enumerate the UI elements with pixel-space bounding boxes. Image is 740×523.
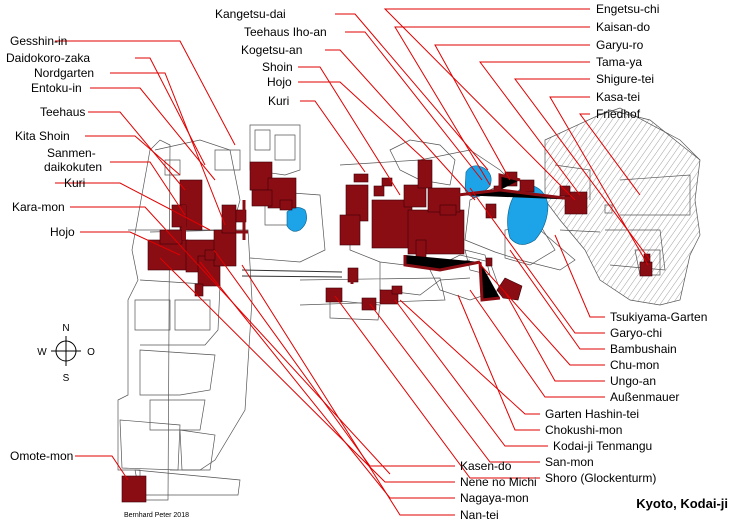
label-shigure-tei: Shigure-tei [596, 72, 654, 86]
label-kaisan-do: Kaisan-do [596, 20, 650, 34]
label-teehaus: Teehaus [40, 105, 85, 119]
label-san-mon: San-mon [545, 455, 594, 469]
label-tama-ya: Tama-ya [596, 55, 642, 69]
map-credit: Bernhard Peter 2018 [124, 512, 189, 519]
buildings [121, 159, 653, 503]
label-garten-hashin-tei: Garten Hashin-tei [545, 407, 639, 421]
labels-left: Gesshin-in Daidokoro-zaka Nordgarten Ent… [6, 34, 102, 463]
walkways [182, 173, 581, 302]
label-kara-mon: Kara-mon [12, 200, 65, 214]
label-chokushi-mon: Chokushi-mon [545, 423, 622, 437]
label-kuri-top: Kuri [268, 94, 289, 108]
label-friedhof: Friedhof [596, 107, 641, 121]
label-entoku-in: Entoku-in [31, 81, 82, 95]
compass-east: O [87, 347, 95, 358]
compass-rose: N S W O [37, 323, 95, 384]
label-sanmen-line1: Sanmen- [47, 146, 96, 160]
label-garyo-chi: Garyo-chi [610, 326, 662, 340]
pond-kita [286, 207, 307, 232]
label-sanmen-line2: daikokuten [44, 160, 102, 174]
label-hojo-top: Hojo [267, 75, 292, 89]
label-garyu-ro: Garyu-ro [596, 38, 644, 52]
label-kasen-do: Kasen-do [460, 459, 512, 473]
label-omote-mon: Omote-mon [10, 449, 73, 463]
compass-west: W [37, 347, 47, 358]
label-teehaus-iho-an: Teehaus Iho-an [244, 25, 327, 39]
labels-bottom: Kasen-do Nene no Michi Nagaya-mon Nan-te… [460, 459, 537, 522]
label-engetsu-chi: Engetsu-chi [596, 2, 659, 16]
label-kuri-left: Kuri [64, 176, 85, 190]
map-title: Kyoto, Kodai-ji [636, 496, 728, 511]
label-nene-no-michi: Nene no Michi [460, 475, 537, 489]
label-aussenmauer: Außenmauer [610, 390, 679, 404]
label-nagaya-mon: Nagaya-mon [460, 491, 529, 505]
labels-top: Kangetsu-dai Teehaus Iho-an Kogetsu-an S… [215, 7, 327, 108]
label-kodai-ji-tenmangu: Kodai-ji Tenmangu [553, 439, 652, 453]
label-kogetsu-an: Kogetsu-an [241, 43, 302, 57]
labels-right-bottom: Tsukiyama-Garten Garyo-chi Bambushain Ch… [545, 310, 707, 485]
label-daidokoro-zaka: Daidokoro-zaka [6, 51, 90, 65]
compass-north: N [62, 323, 69, 334]
labels-right-top: Engetsu-chi Kaisan-do Garyu-ro Tama-ya S… [596, 2, 659, 121]
label-kangetsu-dai: Kangetsu-dai [215, 7, 286, 21]
label-ungo-an: Ungo-an [610, 374, 656, 388]
label-gesshin-in: Gesshin-in [10, 34, 67, 48]
label-tsukiyama-garten: Tsukiyama-Garten [610, 310, 707, 324]
label-kita-shoin: Kita Shoin [15, 129, 70, 143]
label-shoro: Shoro (Glockenturm) [545, 471, 656, 485]
label-hojo-left: Hojo [50, 225, 75, 239]
label-nan-tei: Nan-tei [460, 508, 499, 522]
compass-south: S [63, 373, 70, 384]
label-shoin: Shoin [262, 60, 293, 74]
label-kasa-tei: Kasa-tei [596, 90, 640, 104]
leader-lines [55, 8, 651, 516]
label-nordgarten: Nordgarten [34, 66, 94, 80]
label-bambushain: Bambushain [610, 342, 677, 356]
label-chu-mon: Chu-mon [610, 358, 659, 372]
